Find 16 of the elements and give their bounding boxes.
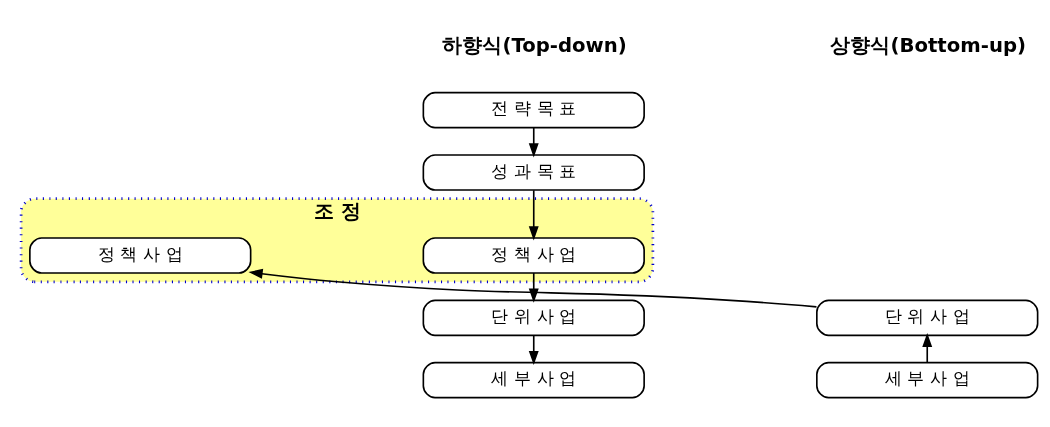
node-box: 정 책 사 업	[29, 236, 252, 274]
label: 하향식(Top-down)	[442, 33, 627, 57]
node-box: 전 략 목 표	[422, 91, 645, 128]
node-box: 단 위 사 업	[422, 299, 645, 336]
node-box: 단 위 사 업	[816, 299, 1039, 336]
node-box: 세 부 사 업	[816, 361, 1039, 398]
arrow	[528, 126, 539, 157]
label: 상향식(Bottom-up)	[830, 33, 1026, 57]
arrow	[528, 189, 539, 240]
node-box: 세 부 사 업	[422, 361, 645, 398]
arrow	[922, 332, 933, 363]
arrow	[528, 271, 539, 303]
arrow	[248, 268, 818, 308]
node-box: 정 책 사 업	[422, 236, 645, 274]
arrow	[528, 334, 539, 365]
node-box: 성 과 목 표	[422, 153, 645, 191]
